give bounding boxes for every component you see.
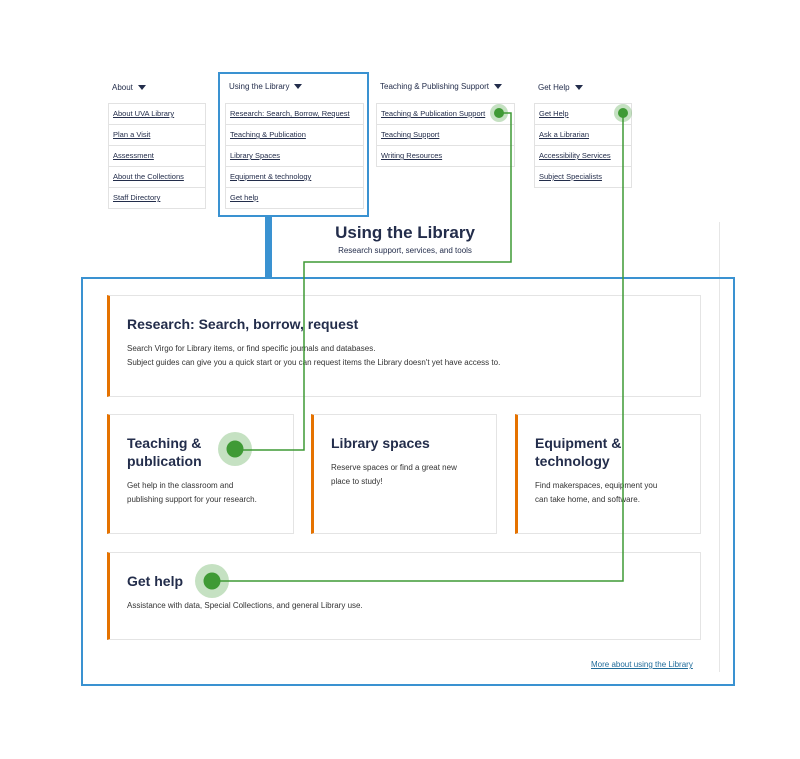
research-card-text: Search Virgo for Library items, or find … (127, 344, 376, 353)
menu-get-help-title: Get Help (538, 83, 570, 92)
menu-using-library-item[interactable]: Research: Search, Borrow, Request (226, 104, 363, 125)
menu-teaching-title: Teaching & Publishing Support (380, 82, 489, 91)
menu-about-item[interactable]: Plan a Visit (109, 125, 205, 146)
menu-about-title: About (112, 83, 133, 92)
equipment-card[interactable]: Equipment & technology Find makerspaces,… (515, 414, 701, 534)
more-about-link[interactable]: More about using the Library (591, 660, 693, 669)
menu-teaching-list: Teaching & Publication Support Teaching … (376, 103, 515, 167)
research-card-text: Subject guides can give you a quick star… (127, 358, 501, 367)
menu-about-toggle[interactable]: About (112, 83, 146, 92)
caret-down-icon (574, 85, 583, 90)
teaching-card-text: Get help in the classroom and (127, 481, 234, 490)
teaching-card-title: Teaching & (127, 435, 202, 451)
spaces-card-text: Reserve spaces or find a great new (331, 463, 457, 472)
teaching-card-title: publication (127, 453, 202, 469)
caret-down-icon (493, 84, 502, 89)
menu-get-help-item[interactable]: Get Help (535, 104, 631, 125)
menu-using-library-toggle[interactable]: Using the Library (229, 82, 303, 91)
research-card[interactable]: Research: Search, borrow, request Search… (107, 295, 701, 397)
menu-get-help-item[interactable]: Accessibility Services (535, 146, 631, 167)
spaces-card[interactable]: Library spaces Reserve spaces or find a … (311, 414, 497, 534)
menu-teaching-item[interactable]: Teaching Support (377, 125, 514, 146)
menu-about-item[interactable]: Assessment (109, 146, 205, 167)
spaces-card-text: place to study! (331, 477, 383, 486)
menu-get-help-item[interactable]: Ask a Librarian (535, 125, 631, 146)
research-card-title: Research: Search, borrow, request (127, 316, 359, 332)
equipment-card-title: technology (535, 453, 610, 469)
menu-teaching-item[interactable]: Teaching & Publication Support (377, 104, 514, 125)
menu-about-item[interactable]: About the Collections (109, 167, 205, 188)
section-subtitle: Research support, services, and tools (338, 246, 472, 255)
menu-get-help-item[interactable]: Subject Specialists (535, 167, 631, 188)
spaces-card-title: Library spaces (331, 435, 430, 451)
menu-using-library-item[interactable]: Get help (226, 188, 363, 209)
equipment-card-text: can take home, and software. (535, 495, 640, 504)
menu-get-help-toggle[interactable]: Get Help (538, 83, 583, 92)
equipment-card-text: Find makerspaces, equipment you (535, 481, 658, 490)
get-help-card[interactable]: Get help Assistance with data, Special C… (107, 552, 701, 640)
get-help-card-title: Get help (127, 573, 184, 589)
caret-down-icon (137, 85, 146, 90)
menu-about-item[interactable]: Staff Directory (109, 188, 205, 209)
page-divider (719, 222, 720, 672)
menu-using-library-list: Research: Search, Borrow, Request Teachi… (225, 103, 364, 209)
teaching-card[interactable]: Teaching & publication Get help in the c… (107, 414, 294, 534)
section-title: Using the Library (335, 223, 475, 242)
menu-get-help-list: Get Help Ask a Librarian Accessibility S… (534, 103, 632, 188)
highlight-connector-bar (265, 217, 272, 278)
get-help-card-text: Assistance with data, Special Collection… (127, 601, 363, 610)
menu-teaching-item[interactable]: Writing Resources (377, 146, 514, 167)
menu-teaching-toggle[interactable]: Teaching & Publishing Support (380, 82, 502, 91)
menu-about-list: About UVA Library Plan a Visit Assessmen… (108, 103, 206, 209)
teaching-card-text: publishing support for your research. (127, 495, 257, 504)
menu-using-library-item[interactable]: Library Spaces (226, 146, 363, 167)
caret-down-icon (294, 84, 303, 89)
menu-using-library-item[interactable]: Equipment & technology (226, 167, 363, 188)
menu-using-library-item[interactable]: Teaching & Publication (226, 125, 363, 146)
menu-about-item[interactable]: About UVA Library (109, 104, 205, 125)
menu-using-library-title: Using the Library (229, 82, 290, 91)
equipment-card-title: Equipment & (535, 435, 622, 451)
